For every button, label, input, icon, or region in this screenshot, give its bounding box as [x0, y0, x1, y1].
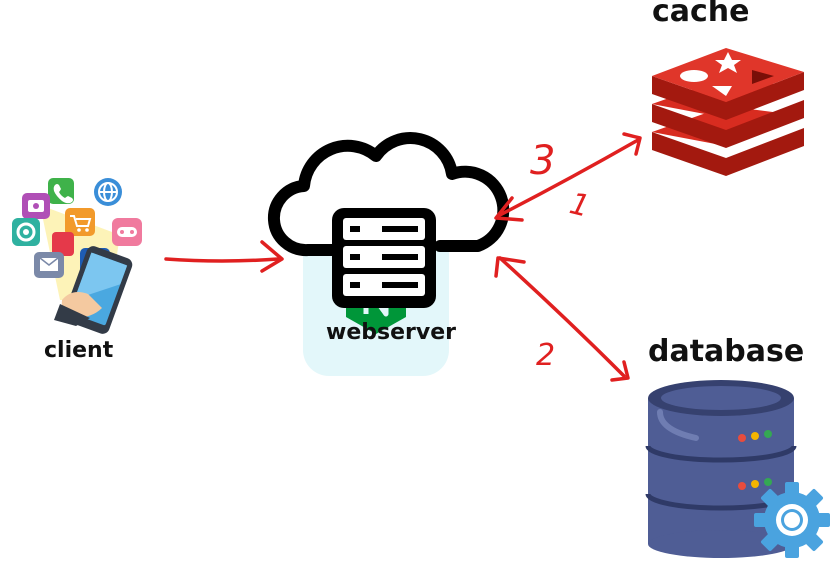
arrow-webserver-database-head-top	[494, 256, 526, 278]
redis-stack-icon	[652, 48, 804, 176]
webserver-label: webserver	[326, 320, 456, 345]
arrow-webserver-cache	[496, 138, 640, 218]
cloud-server-icon	[268, 132, 510, 308]
database-label: database	[648, 334, 805, 369]
arrow-client-to-webserver-head	[260, 240, 284, 273]
database-gear-icon	[645, 380, 830, 558]
client-label: client	[44, 338, 114, 363]
arrow-webserver-database-head-bottom	[610, 360, 630, 382]
step-number-2: 2	[536, 338, 556, 373]
arrow-webserver-database	[498, 256, 626, 378]
arrow-client-to-webserver	[164, 257, 280, 263]
apps-phone-icon	[12, 178, 142, 334]
step-number-3: 3	[530, 138, 556, 184]
cache-label: cache	[652, 0, 750, 29]
arrow-webserver-cache-head-right	[622, 132, 642, 156]
arrow-webserver-cache-head-left	[494, 196, 524, 222]
